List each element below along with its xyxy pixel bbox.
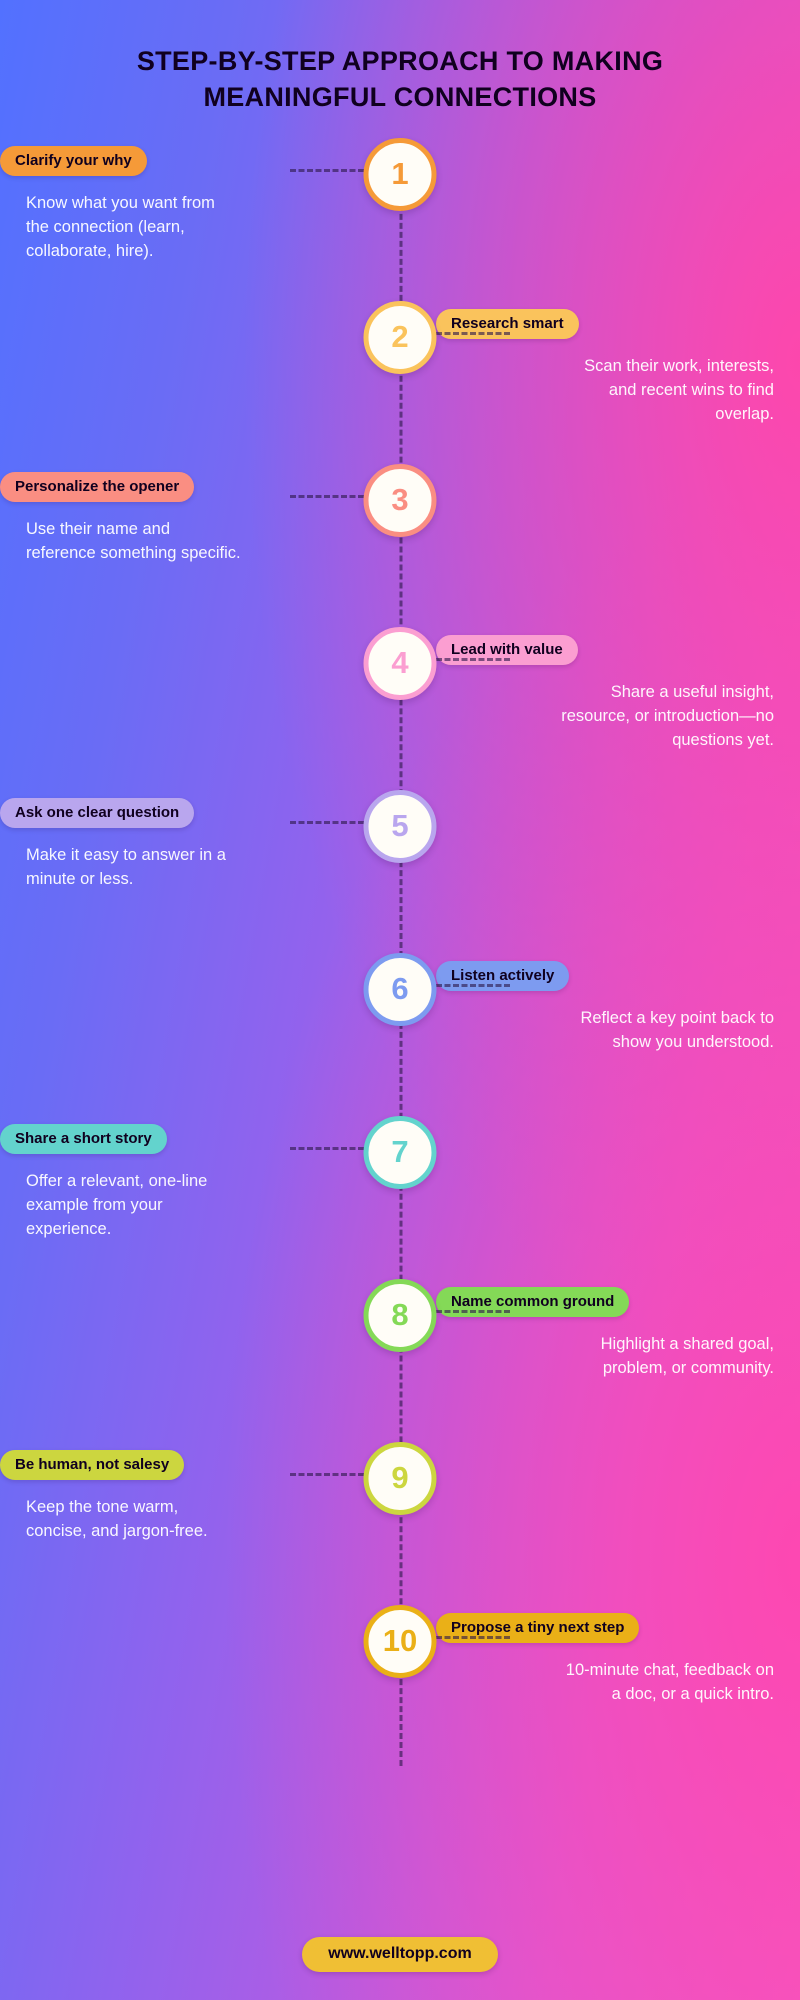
step-connector-line bbox=[436, 1309, 510, 1313]
step-connector-line bbox=[436, 983, 510, 987]
step-description: Know what you want from the connection (… bbox=[26, 194, 215, 260]
footer: www.welltopp.com bbox=[0, 1937, 800, 1972]
step-number-circle[interactable]: 3 bbox=[363, 463, 437, 537]
step-description: Offer a relevant, one-line example from … bbox=[26, 1172, 208, 1238]
header: STEP-BY-STEP APPROACH TO MAKING MEANINGF… bbox=[0, 0, 800, 116]
step-connector-line bbox=[290, 494, 364, 498]
step-description: Highlight a shared goal, problem, or com… bbox=[600, 1335, 774, 1377]
step-description: Share a useful insight, resource, or int… bbox=[561, 683, 774, 749]
step-badge[interactable]: Be human, not salesy bbox=[0, 1449, 185, 1481]
step-badge[interactable]: Share a short story bbox=[0, 1123, 167, 1155]
step-number-circle[interactable]: 6 bbox=[363, 952, 437, 1026]
step-number-circle[interactable]: 1 bbox=[363, 137, 437, 211]
step-description: Scan their work, interests, and recent w… bbox=[584, 357, 774, 423]
step-number-circle[interactable]: 10 bbox=[363, 1604, 437, 1678]
step-badge[interactable]: Ask one clear question bbox=[0, 797, 195, 829]
step-badge-row: Name common ground bbox=[436, 1286, 800, 1318]
step-connector-line bbox=[436, 331, 510, 335]
step-description: Use their name and reference something s… bbox=[26, 520, 241, 562]
step-badge-row: Personalize the opener bbox=[0, 471, 364, 503]
step-number-circle[interactable]: 9 bbox=[363, 1441, 437, 1515]
step-description: Make it easy to answer in a minute or le… bbox=[26, 846, 226, 888]
step-badge-row: Be human, not salesy bbox=[0, 1449, 364, 1481]
website-url-pill[interactable]: www.welltopp.com bbox=[302, 1937, 498, 1972]
step-number-circle[interactable]: 7 bbox=[363, 1115, 437, 1189]
step-number-circle[interactable]: 8 bbox=[363, 1278, 437, 1352]
step-connector-line bbox=[290, 168, 364, 172]
step-connector-line bbox=[290, 1146, 364, 1150]
step-connector-line bbox=[436, 1635, 510, 1639]
step-number-circle[interactable]: 2 bbox=[363, 300, 437, 374]
step-badge[interactable]: Clarify your why bbox=[0, 145, 147, 177]
page-title: STEP-BY-STEP APPROACH TO MAKING MEANINGF… bbox=[136, 46, 664, 112]
step-connector-line bbox=[290, 1472, 364, 1476]
step-number-circle[interactable]: 5 bbox=[363, 789, 437, 863]
step-badge[interactable]: Name common ground bbox=[436, 1286, 630, 1318]
step-connector-line bbox=[436, 657, 510, 661]
step-badge-row: Clarify your why bbox=[0, 145, 364, 177]
step-description: 10-minute chat, feedback on a doc, or a … bbox=[565, 1661, 774, 1703]
step-description: Reflect a key point back to show you und… bbox=[580, 1009, 774, 1051]
step-description: Keep the tone warm, concise, and jargon-… bbox=[26, 1498, 208, 1540]
step-connector-line bbox=[290, 820, 364, 824]
step-badge-row: Share a short story bbox=[0, 1123, 364, 1155]
step-badge[interactable]: Personalize the opener bbox=[0, 471, 195, 503]
step-number-circle[interactable]: 4 bbox=[363, 626, 437, 700]
step-badge-row: Ask one clear question bbox=[0, 797, 364, 829]
